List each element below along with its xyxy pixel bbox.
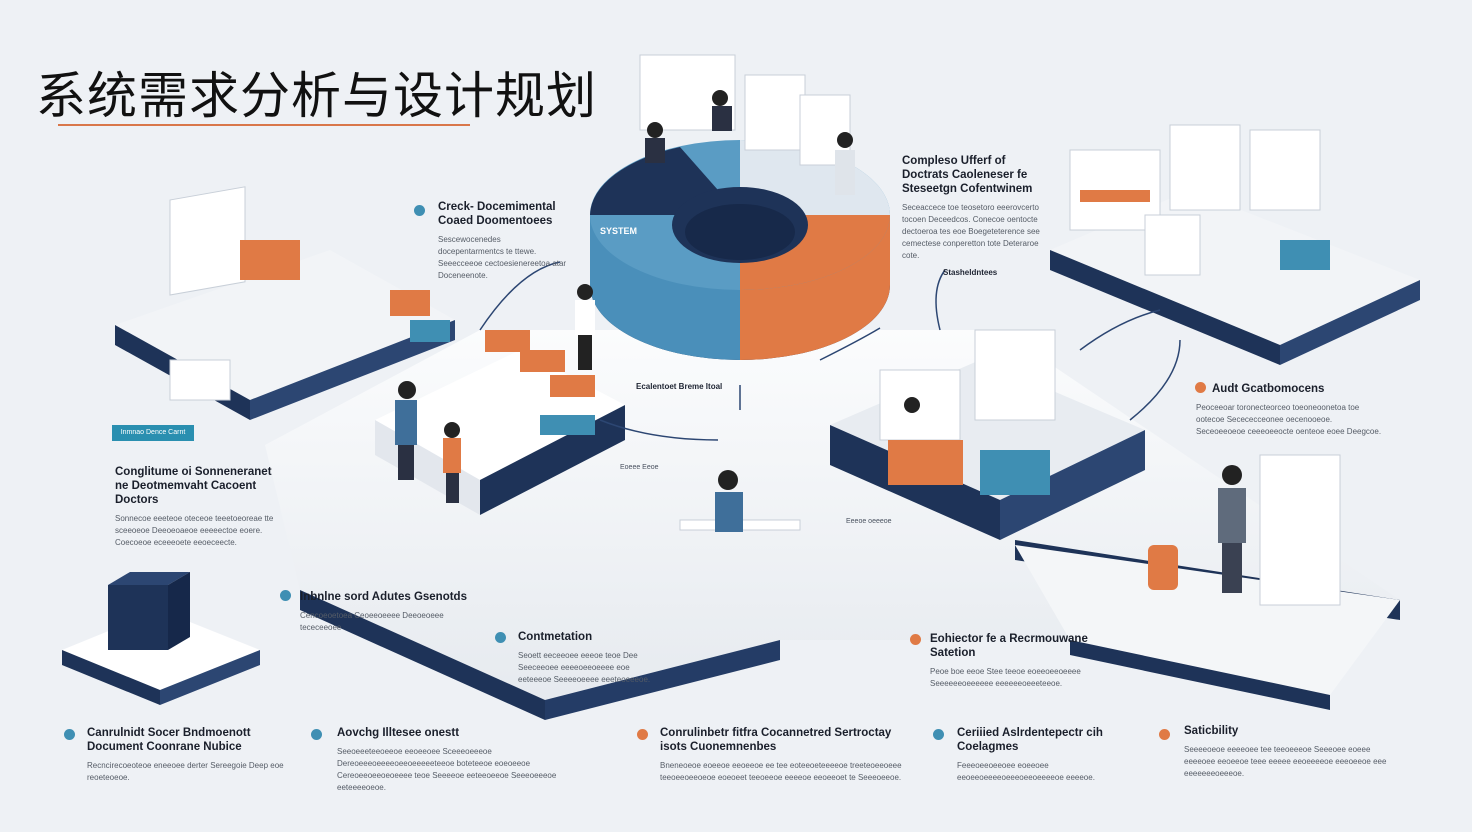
document-panel — [744, 74, 806, 151]
screen-panel — [1259, 454, 1341, 606]
stakeholders-label: Stasheldntees — [943, 268, 998, 277]
bottle — [1148, 545, 1178, 590]
floor-caption-b: Eeeoe oeeeoe — [846, 518, 892, 525]
workstation-module — [830, 329, 1145, 540]
data-cube — [62, 572, 260, 705]
bullet-icon — [495, 632, 506, 643]
info-button[interactable]: Inmnao Dence Carnt — [112, 425, 194, 441]
info-block: Canrulnidt Socer Bndmoenott Document Coo… — [87, 727, 284, 782]
center-label: Ecalentoet Breme Itoal — [636, 382, 723, 391]
bullet-icon — [637, 729, 648, 740]
bullet-icon — [64, 729, 75, 740]
title-underline — [58, 124, 470, 126]
info-block: Conglitume oi Sonneneranet ne Deotmemvah… — [115, 466, 274, 547]
left-platform — [115, 186, 455, 420]
bullet-icon — [933, 729, 944, 740]
info-block: Compleso Ufferf of Doctrats Caoleneser f… — [902, 155, 1040, 260]
bullet-icon — [414, 205, 425, 216]
donut-chart — [590, 140, 890, 360]
right-platform — [1050, 124, 1420, 365]
bullet-icon — [311, 729, 322, 740]
flow-arrows — [479, 261, 1181, 441]
bullet-icon — [910, 634, 921, 645]
floor-caption-a: Eoeee Eeoe — [620, 464, 659, 471]
info-block: Conrulinbetr fitfra Cocannetred Sertroct… — [660, 727, 902, 782]
bullet-icon — [1195, 382, 1206, 393]
page-title: 系统需求分析与设计规划 — [36, 67, 597, 125]
bullet-icon — [1159, 729, 1170, 740]
donut-panel-text: SYSTEM — [600, 226, 638, 236]
bullet-icon — [280, 590, 291, 601]
people — [395, 90, 1246, 593]
